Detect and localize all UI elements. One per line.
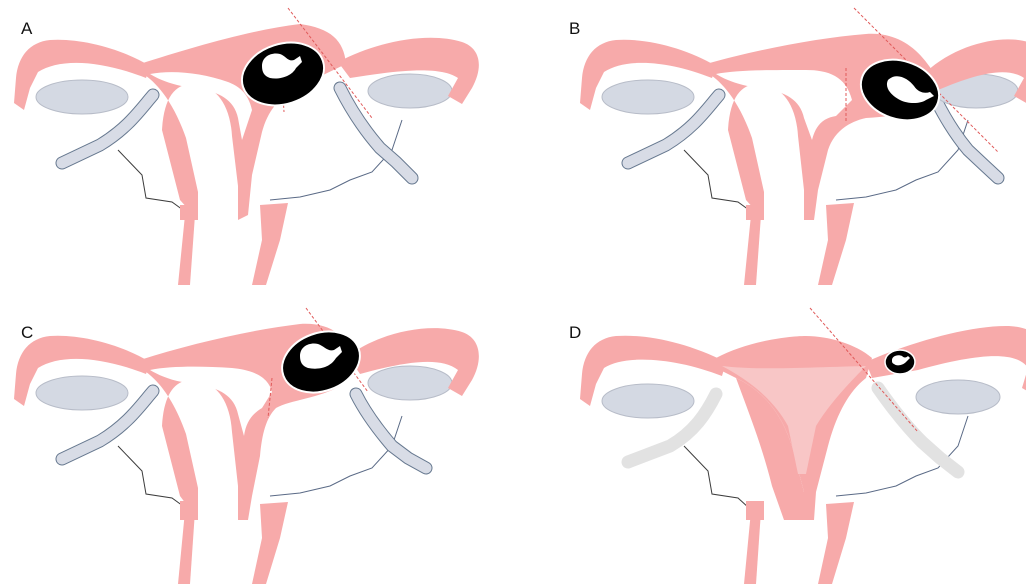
ovary-left	[602, 384, 694, 418]
diagram-c	[0, 296, 500, 586]
ovary-left	[36, 80, 128, 114]
round-ligament-right-fill	[356, 394, 426, 468]
ovary-left	[36, 376, 128, 410]
uterine-vessel-right	[270, 120, 402, 200]
panel-b: B	[566, 0, 1026, 290]
vagina-right	[252, 203, 288, 285]
diagram-d	[566, 296, 1026, 586]
ovary-right	[368, 74, 452, 108]
diagram-b	[566, 0, 1026, 290]
panel-d: D	[566, 296, 1026, 586]
uterine-vessel-left	[684, 446, 749, 508]
ovary-left	[602, 80, 694, 114]
vagina-left	[178, 215, 195, 285]
diagram-a	[0, 0, 500, 290]
vagina-left	[744, 215, 761, 285]
vagina-right	[818, 203, 854, 285]
vagina-right	[252, 502, 288, 584]
ovary-right	[916, 380, 1000, 414]
vagina-left	[744, 511, 761, 584]
panel-c: C	[0, 296, 500, 586]
vagina-left	[178, 511, 195, 584]
panel-a: A	[0, 0, 500, 290]
ovary-right	[368, 366, 452, 400]
vagina-right	[818, 502, 854, 584]
